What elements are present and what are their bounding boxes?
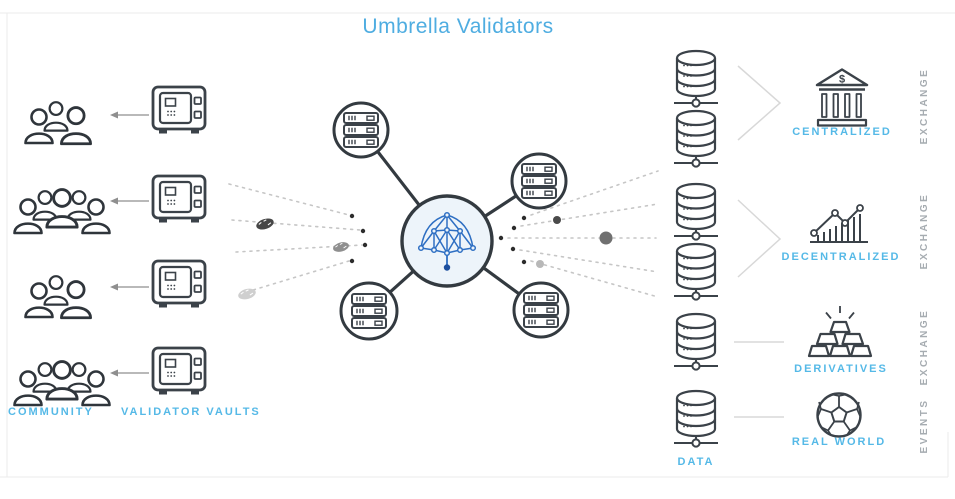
- community-group-icon: [26, 276, 91, 318]
- database-stack-icon: [672, 389, 720, 448]
- soccer-ball-icon: [816, 392, 862, 438]
- diagram-title: Umbrella Validators: [362, 15, 554, 38]
- decentralized-label: DECENTRALIZED: [781, 251, 901, 263]
- database-stack-icon: [672, 49, 720, 108]
- derivatives-label: DERIVATIVES: [794, 363, 888, 375]
- exchange-label: EXCHANGE: [919, 192, 930, 270]
- line-bar-chart-icon: [810, 204, 868, 243]
- database-stack-icon: [672, 242, 720, 301]
- chevron-connectors: [737, 65, 782, 278]
- server-icon: [343, 112, 379, 148]
- vault-icon: [151, 259, 207, 309]
- database-stack-icon: [672, 312, 720, 371]
- server-icon: [523, 292, 559, 328]
- vault-icon: [151, 174, 207, 224]
- centralized-label: CENTRALIZED: [792, 126, 892, 138]
- exchange-label: EXCHANGE: [919, 67, 930, 145]
- coin-icon: [254, 215, 276, 233]
- vault-to-community-arrows: [110, 111, 149, 377]
- vault-icon: [151, 85, 207, 135]
- deposit-flow-lines: [228, 183, 363, 295]
- community-group-icon: [26, 102, 91, 144]
- line-connectors: [734, 341, 784, 418]
- community-label: COMMUNITY: [8, 406, 94, 418]
- deposit-flow-dots: [349, 213, 368, 264]
- vault-icon: [151, 346, 207, 396]
- database-stack-icon: [672, 182, 720, 241]
- server-icon: [521, 163, 557, 199]
- data-flow-dots: [498, 215, 613, 268]
- data-label: DATA: [677, 456, 715, 468]
- community-group-icon: [15, 362, 110, 405]
- real-world-label: REAL WORLD: [791, 436, 887, 448]
- page-border: [0, 12, 955, 478]
- data-flow-lines: [507, 170, 659, 298]
- coin-icon: [331, 240, 351, 254]
- server-icon: [351, 293, 387, 329]
- gold-bars-icon: [807, 306, 873, 358]
- bank-dollar-symbol: $: [839, 74, 845, 86]
- umbrella-network-logo: [417, 211, 477, 271]
- events-label: EVENTS: [919, 398, 930, 454]
- database-stack-icon: [672, 109, 720, 168]
- community-group-icon: [15, 190, 110, 233]
- validator-vaults-label: VALIDATOR VAULTS: [121, 406, 261, 418]
- bank-icon: $: [815, 68, 869, 127]
